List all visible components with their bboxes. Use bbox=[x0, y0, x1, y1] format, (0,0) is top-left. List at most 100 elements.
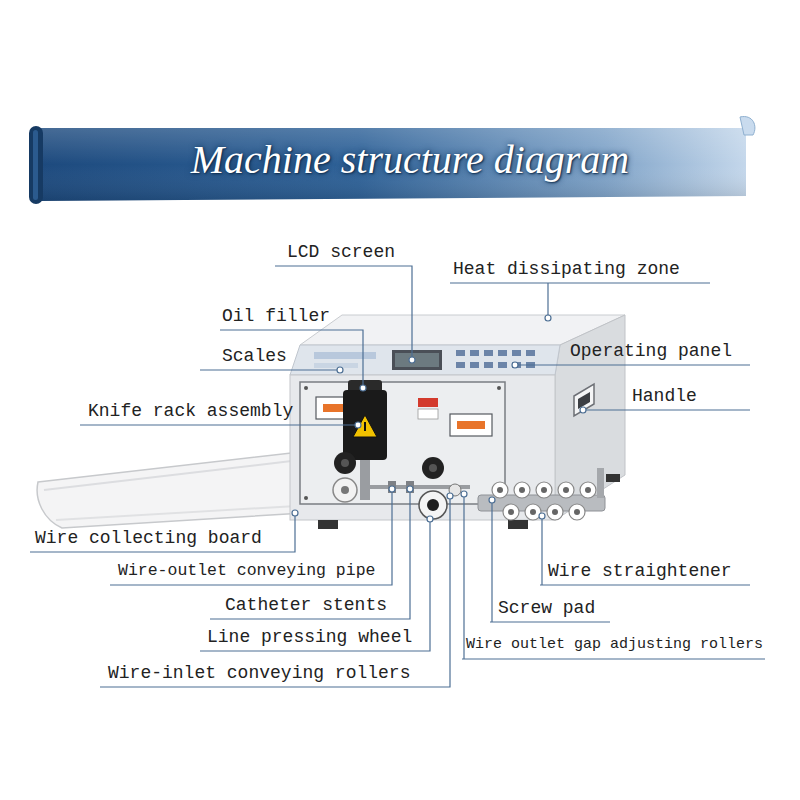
wire-collecting-board-part bbox=[37, 452, 323, 528]
wire-straightener-part bbox=[514, 482, 530, 498]
rollers-part bbox=[333, 478, 357, 502]
leader-dots-part bbox=[512, 362, 518, 368]
leader-dots-part bbox=[407, 486, 413, 492]
control-panel-part bbox=[484, 350, 493, 356]
scale-windows-part bbox=[450, 414, 492, 436]
control-panel-part bbox=[392, 350, 442, 370]
leader-lines-part bbox=[100, 496, 450, 687]
part-label: Knife rack assembly bbox=[88, 401, 293, 421]
wire-straightener-part bbox=[530, 509, 536, 515]
leader-dots-part bbox=[539, 513, 545, 519]
part-label-box: Line pressing wheel bbox=[207, 626, 412, 648]
part-label-box: Wire collecting board bbox=[35, 527, 262, 549]
rollers-part bbox=[419, 491, 447, 519]
scale-windows-part bbox=[418, 398, 438, 407]
leader-lines bbox=[30, 266, 765, 687]
wire-straightener-part bbox=[552, 509, 558, 515]
control-panel-part bbox=[484, 362, 493, 368]
control-panel-part bbox=[314, 352, 376, 359]
part-label-box: Handle bbox=[632, 385, 697, 407]
wire-straightener-part bbox=[563, 487, 569, 493]
part-label-box: Wire straightener bbox=[548, 560, 732, 582]
wire-straightener-part bbox=[574, 509, 580, 515]
part-label: Oil filler bbox=[222, 306, 330, 326]
control-panel-part bbox=[456, 362, 465, 368]
title-banner-part bbox=[29, 126, 43, 204]
wire-straightener-part bbox=[580, 482, 596, 498]
rollers-part bbox=[406, 481, 414, 493]
part-label: Wire straightener bbox=[548, 561, 732, 581]
leader-dots-part bbox=[355, 422, 361, 428]
wire-straightener-part bbox=[497, 487, 503, 493]
part-label: Scales bbox=[222, 346, 287, 366]
title-banner bbox=[29, 117, 755, 204]
leader-lines-part bbox=[515, 364, 750, 365]
leader-lines-part bbox=[210, 489, 410, 619]
machine-housing-part bbox=[606, 474, 620, 482]
wire-collecting-board-part bbox=[56, 505, 314, 520]
leader-lines-part bbox=[547, 283, 548, 318]
part-label-box: Catheter stents bbox=[225, 594, 387, 616]
control-panel-part bbox=[470, 362, 479, 368]
wire-straightener-part bbox=[519, 487, 525, 493]
part-label-box: Scales bbox=[222, 345, 287, 367]
part-label: Wire-inlet conveying rollers bbox=[108, 663, 410, 683]
scale-windows-part bbox=[497, 386, 501, 390]
rollers-part bbox=[429, 464, 437, 472]
part-label: Handle bbox=[632, 386, 697, 406]
machine-housing-part bbox=[300, 382, 505, 504]
leader-lines-part bbox=[491, 500, 492, 622]
leader-dots-part bbox=[427, 516, 433, 522]
wire-straightener bbox=[478, 468, 605, 520]
rollers-part bbox=[427, 499, 439, 511]
part-label-box: LCD screen bbox=[287, 241, 395, 263]
leader-lines-part bbox=[462, 658, 765, 659]
wire-collecting-board-part bbox=[44, 460, 300, 490]
control-panel-part bbox=[498, 362, 507, 368]
part-label: Wire outlet gap adjusting rollers bbox=[466, 636, 763, 653]
leader-dots-part bbox=[489, 497, 495, 503]
handle-slot bbox=[574, 384, 594, 416]
wire-collecting-board bbox=[37, 452, 323, 528]
rollers-part bbox=[334, 452, 356, 474]
part-label-box: Wire outlet gap adjusting rollers bbox=[466, 634, 763, 656]
control-panel-part bbox=[456, 350, 465, 356]
part-label: Operating panel bbox=[570, 341, 732, 361]
part-label-box: Wire-outlet conveying pipe bbox=[118, 560, 375, 582]
control-panel-part bbox=[314, 363, 358, 368]
wire-straightener-part bbox=[503, 504, 519, 520]
leader-lines-part bbox=[583, 409, 750, 410]
part-label-box: Oil filler bbox=[222, 305, 330, 327]
machine-housing-part bbox=[318, 520, 338, 529]
title: Machine structure diagram bbox=[191, 137, 629, 182]
part-label-box: Screw pad bbox=[498, 597, 595, 619]
leader-dots-part bbox=[461, 491, 467, 497]
title-banner-part bbox=[33, 130, 38, 200]
leader-lines-part bbox=[220, 330, 363, 388]
wire-straightener-part bbox=[541, 487, 547, 493]
scale-windows-part bbox=[304, 496, 308, 500]
wire-straightener-part bbox=[508, 509, 514, 515]
control-panel-part bbox=[512, 350, 521, 356]
rollers-part bbox=[341, 459, 349, 467]
rollers-part bbox=[388, 481, 396, 493]
wire-straightener-part bbox=[525, 504, 541, 520]
wire-straightener-part bbox=[536, 482, 552, 498]
control-panel-part bbox=[470, 350, 479, 356]
machine-housing-part bbox=[508, 520, 528, 529]
control-panel bbox=[314, 350, 535, 370]
part-label-box: Wire-inlet conveying rollers bbox=[108, 662, 410, 684]
handle-slot-part bbox=[574, 384, 594, 416]
wire-straightener-part bbox=[585, 487, 591, 493]
wire-straightener-part bbox=[492, 482, 508, 498]
leader-lines-part bbox=[450, 282, 710, 283]
part-label-box: Operating panel bbox=[570, 340, 732, 362]
title-banner-part bbox=[40, 128, 746, 201]
leader-dots-part bbox=[389, 486, 395, 492]
leader-dots-part bbox=[409, 357, 415, 363]
title-banner-part bbox=[740, 117, 755, 135]
scale-windows-part bbox=[304, 386, 308, 390]
leader-dots-part bbox=[580, 407, 586, 413]
